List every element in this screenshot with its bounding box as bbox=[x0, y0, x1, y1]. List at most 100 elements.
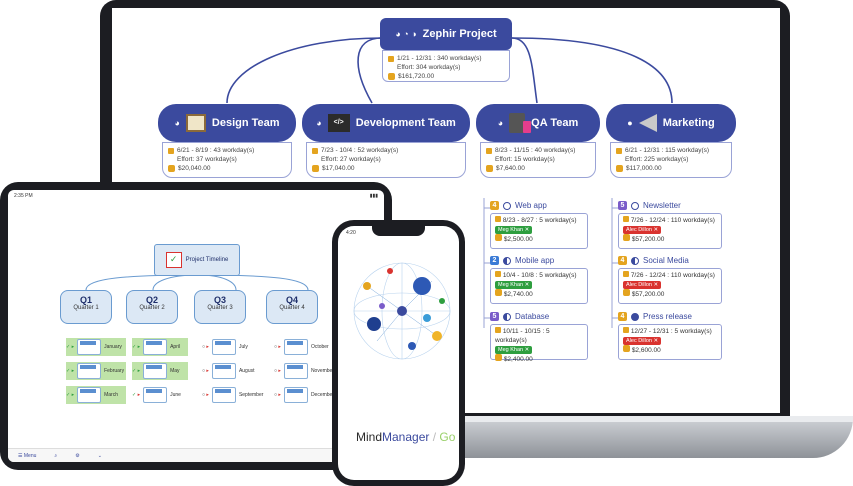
calendar-icon bbox=[495, 271, 501, 277]
resource-tag[interactable]: Alec Dillon ✕ bbox=[623, 281, 662, 289]
month-may[interactable]: ✓ ▸May bbox=[132, 362, 188, 380]
resource-tag[interactable]: Alec Dillon ✕ bbox=[623, 226, 662, 234]
month-july[interactable]: ○ ▸July bbox=[202, 338, 262, 356]
money-icon bbox=[312, 165, 319, 172]
press-release-details: 12/27 - 12/31 : 5 workday(s) Alec Dillon… bbox=[618, 324, 722, 360]
priority-icon: 4 bbox=[618, 312, 627, 321]
calendar-icon bbox=[616, 147, 622, 154]
network-globe-illustration bbox=[353, 262, 451, 360]
month-june[interactable]: ✓ ▸June bbox=[132, 386, 188, 404]
menu-button[interactable]: ☰ Menu bbox=[18, 452, 37, 459]
subtopic-database[interactable]: 5 Database bbox=[490, 312, 549, 321]
month-card-icon bbox=[283, 339, 308, 355]
code-icon: </> bbox=[327, 114, 350, 132]
subtopic-newsletter[interactable]: 5 Newsletter bbox=[618, 201, 681, 210]
month-card-icon bbox=[143, 339, 168, 355]
month-card-icon bbox=[143, 363, 168, 379]
chevron-down-icon[interactable]: ⌄ bbox=[97, 452, 102, 459]
month-april[interactable]: ✓ ▸April bbox=[132, 338, 188, 356]
month-august[interactable]: ○ ▸August bbox=[202, 362, 262, 380]
subtopic-press-release[interactable]: 4 Press release bbox=[618, 312, 692, 321]
battery-icon: ▮▮▮ bbox=[369, 193, 378, 199]
phone-notch bbox=[372, 226, 425, 236]
resource-tag[interactable]: Meg Khan ✕ bbox=[495, 226, 533, 234]
tablet-status-time: 2:35 PM bbox=[14, 193, 33, 199]
search-icon[interactable]: ⌕ bbox=[54, 452, 58, 459]
database-details: 10/11 - 10/15 : 5 workday(s) Meg Khan ✕ … bbox=[490, 324, 588, 363]
tree-icon[interactable]: ⚙ bbox=[75, 452, 80, 459]
priority-icon: 5 bbox=[490, 312, 499, 321]
progress-icon: ● bbox=[627, 118, 633, 128]
month-card-icon bbox=[143, 387, 168, 403]
progress-full-icon bbox=[631, 312, 639, 321]
central-topic-icons: ◕ ◔ ◑ bbox=[395, 29, 417, 39]
progress-empty-icon bbox=[503, 201, 511, 210]
progress-empty-icon bbox=[631, 201, 639, 210]
mobile-app-details: 10/4 - 10/8 : 5 workday(s) Meg Khan ✕ $2… bbox=[490, 268, 588, 304]
progress-half-icon bbox=[503, 312, 511, 321]
qa-team-details: 8/23 - 11/15 : 40 workday(s) Effort: 15 … bbox=[480, 142, 596, 178]
central-topic-title: Zephir Project bbox=[422, 28, 497, 40]
month-december[interactable]: ○ ▸December bbox=[274, 386, 348, 404]
money-icon bbox=[623, 345, 630, 352]
social-media-details: 7/26 - 12/24 : 110 workday(s) Alec Dillo… bbox=[618, 268, 722, 304]
priority-icon: 4 bbox=[490, 201, 499, 210]
phone-screen: 4:20 MindManager / Go bbox=[338, 226, 459, 480]
month-january[interactable]: ✓ ▸January bbox=[66, 338, 126, 356]
money-icon bbox=[495, 234, 502, 241]
development-team-details: 7/23 - 10/4 : 52 workday(s) Effort: 27 w… bbox=[306, 142, 466, 178]
central-topic-details: 1/21 - 12/31 : 340 workday(s) Effort: 30… bbox=[382, 50, 510, 82]
progress-icon: ◕ bbox=[497, 118, 504, 128]
resource-tag[interactable]: Alec Dillon ✕ bbox=[623, 337, 662, 345]
topic-marketing[interactable]: ● Marketing bbox=[606, 104, 736, 142]
month-card-icon bbox=[283, 363, 308, 379]
month-card-icon bbox=[283, 387, 308, 403]
web-app-details: 8/23 - 8/27 : 5 workday(s) Meg Khan ✕ $2… bbox=[490, 213, 588, 249]
money-icon bbox=[495, 354, 502, 361]
megaphone-icon bbox=[638, 114, 657, 132]
calendar-icon bbox=[312, 147, 318, 154]
topic-design-team[interactable]: ◕ Design Team bbox=[158, 104, 296, 142]
money-icon bbox=[616, 165, 623, 172]
phone-status-time: 4:20 bbox=[346, 230, 356, 236]
calendar-icon bbox=[486, 147, 492, 154]
calendar-icon bbox=[495, 327, 501, 333]
subtopic-social-media[interactable]: 4 Social Media bbox=[618, 256, 689, 265]
design-team-details: 6/21 - 8/19 : 43 workday(s) Effort: 37 w… bbox=[162, 142, 292, 178]
month-march[interactable]: ✓ ▸March bbox=[66, 386, 126, 404]
month-october[interactable]: ○ ▸October bbox=[274, 338, 344, 356]
calendar-icon bbox=[168, 147, 174, 154]
calendar-icon bbox=[623, 216, 629, 222]
devices-icon bbox=[509, 113, 532, 133]
project-timeline-topic[interactable]: ✓ Project Timeline bbox=[154, 244, 240, 276]
calendar-icon bbox=[388, 55, 394, 62]
timeline-connectors bbox=[85, 260, 309, 291]
subtopic-web-app[interactable]: 4 Web app bbox=[490, 201, 547, 210]
calendar-check-icon: ✓ bbox=[165, 252, 182, 268]
resource-tag[interactable]: Meg Khan ✕ bbox=[495, 281, 533, 289]
month-card-icon bbox=[77, 387, 102, 403]
subtopic-mobile-app[interactable]: 2 Mobile app bbox=[490, 256, 554, 265]
easel-icon bbox=[185, 114, 206, 132]
month-card-icon bbox=[211, 387, 236, 403]
central-topic[interactable]: ◕ ◔ ◑ Zephir Project bbox=[380, 18, 512, 50]
money-icon bbox=[388, 73, 395, 80]
topic-qa-team[interactable]: ◕ QA Team bbox=[476, 104, 600, 142]
month-november[interactable]: ○ ▸November bbox=[274, 362, 348, 380]
month-card-icon bbox=[211, 363, 236, 379]
calendar-icon bbox=[623, 327, 629, 333]
money-icon bbox=[495, 289, 502, 296]
resource-tag[interactable]: Meg Khan ✕ bbox=[495, 346, 533, 354]
month-card-icon bbox=[211, 339, 236, 355]
calendar-icon bbox=[495, 216, 501, 222]
money-icon bbox=[623, 234, 630, 241]
month-february[interactable]: ✓ ▸February bbox=[66, 362, 126, 380]
laptop-base bbox=[420, 418, 853, 458]
month-september[interactable]: ○ ▸September bbox=[202, 386, 268, 404]
topic-development-team[interactable]: ◕ </> Development Team bbox=[302, 104, 470, 142]
